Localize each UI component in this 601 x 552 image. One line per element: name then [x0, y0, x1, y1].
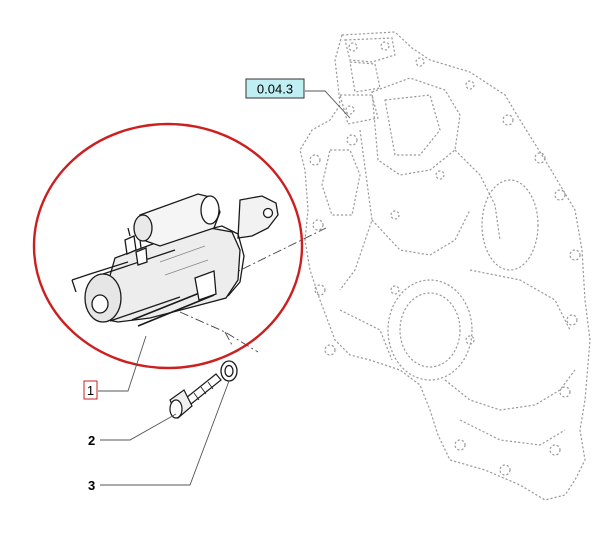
callout-1[interactable]: 1: [83, 380, 98, 400]
callout-number-3: 3: [88, 478, 95, 493]
engine-timing-cover: [299, 31, 591, 501]
callout-number-1: 1: [87, 383, 94, 398]
callout-2[interactable]: 2: [88, 433, 95, 448]
leader-line-1: [98, 335, 147, 392]
callout-3[interactable]: 3: [88, 478, 95, 493]
starter-motor: [71, 193, 279, 327]
mounting-bolt: [169, 373, 222, 419]
leader-line-3: [100, 380, 230, 486]
washer: [220, 360, 238, 382]
leader-line-2: [100, 413, 177, 441]
highlight-circle: [32, 122, 304, 370]
leader-lines: [98, 90, 351, 486]
leader-line-reference: [305, 90, 351, 119]
callout-number-2: 2: [88, 433, 95, 448]
reference-tag[interactable]: 0.04.3: [245, 78, 305, 99]
reference-tag-label: 0.04.3: [257, 82, 293, 97]
